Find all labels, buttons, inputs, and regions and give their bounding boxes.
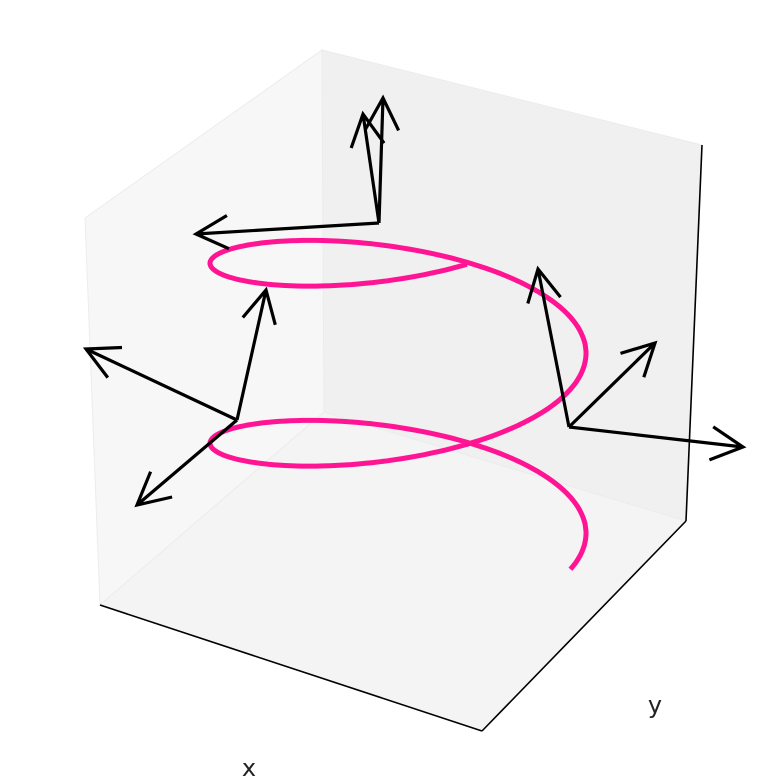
x-axis-line bbox=[99, 604, 483, 732]
x-axis-label: x bbox=[242, 754, 256, 777]
frame-vector-arrow bbox=[235, 286, 277, 421]
axis-lines bbox=[99, 144, 703, 732]
frame-vector-arrow bbox=[567, 340, 658, 429]
chart-marks bbox=[82, 94, 747, 571]
frame-vector-arrow bbox=[526, 265, 571, 428]
frame-vector-arrow bbox=[364, 94, 401, 224]
frame-vector-arrow bbox=[568, 425, 747, 462]
helix-series-line bbox=[207, 237, 589, 571]
y-axis-line bbox=[481, 520, 687, 732]
frame-vector-arrow bbox=[82, 345, 238, 422]
frame-vector-arrow bbox=[134, 418, 239, 508]
axes-panes bbox=[84, 49, 703, 732]
z-axis-line bbox=[685, 144, 703, 522]
y-axis-label: y bbox=[648, 691, 662, 719]
frame-vector-arrow bbox=[192, 214, 380, 251]
frame-vector-arrow bbox=[349, 110, 386, 224]
